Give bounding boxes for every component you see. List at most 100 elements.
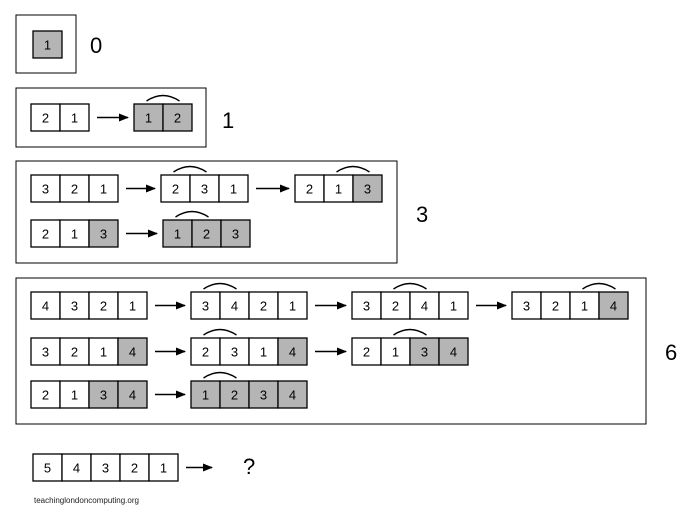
cell-value: 3 <box>71 299 78 314</box>
unsorted-cell <box>30 174 61 203</box>
swap-arc <box>393 328 427 336</box>
sorted-cell <box>133 103 164 132</box>
unsorted-cell <box>219 337 250 366</box>
sorted-cell <box>438 337 469 366</box>
cell-value: 3 <box>100 388 107 403</box>
panel-1-count: 1 <box>222 108 234 133</box>
cell-value: 4 <box>42 299 49 314</box>
cell-value: 3 <box>201 182 208 197</box>
swap-arc <box>173 165 207 173</box>
cell-value: 3 <box>100 227 107 242</box>
cell-value: 3 <box>260 388 267 403</box>
sorted-cell <box>352 174 383 203</box>
cell-value: 2 <box>71 182 78 197</box>
cell-value: 4 <box>129 388 136 403</box>
cell-value: 3 <box>364 182 371 197</box>
swap-arc <box>336 165 370 173</box>
array-p2-r1-1: 1 2 3 <box>162 210 251 248</box>
cell-value: 1 <box>129 299 136 314</box>
array-p3-r0-0: 4 3 2 1 <box>30 291 148 320</box>
cell-value: 2 <box>172 182 179 197</box>
cell-value: 2 <box>42 388 49 403</box>
cell-value: 2 <box>363 345 370 360</box>
cell-value: 3 <box>42 182 49 197</box>
swap-arc <box>203 371 237 379</box>
unsorted-cell <box>148 453 179 482</box>
cell-value: 1 <box>44 38 51 53</box>
cell-value: 4 <box>610 299 617 314</box>
unsorted-cell <box>569 291 600 320</box>
cell-value: 2 <box>71 345 78 360</box>
unsorted-cell <box>59 380 90 409</box>
cell-value: 2 <box>392 299 399 314</box>
cell-value: 2 <box>100 299 107 314</box>
unsorted-cell <box>117 291 148 320</box>
cell-value: 2 <box>42 227 49 242</box>
cell-value: 2 <box>202 345 209 360</box>
sorted-cell <box>277 380 308 409</box>
cell-value: 4 <box>231 299 238 314</box>
unsorted-cell <box>323 174 354 203</box>
array-p2-r1-0: 2 1 3 <box>30 219 119 248</box>
panel-1-frame <box>15 87 207 148</box>
unsorted-cell <box>511 291 542 320</box>
sorted-cell <box>220 219 251 248</box>
unsorted-cell <box>409 291 440 320</box>
swap-arc <box>146 94 180 102</box>
cell-value: 1 <box>71 227 78 242</box>
sorted-cell <box>277 337 308 366</box>
unsorted-cell <box>59 174 90 203</box>
unsorted-cell <box>248 291 279 320</box>
cell-value: 1 <box>202 388 209 403</box>
panel-0-count: 0 <box>90 33 102 58</box>
sorted-cell <box>117 337 148 366</box>
unsorted-cell <box>32 453 63 482</box>
swap-arc <box>175 210 209 218</box>
unsorted-cell <box>88 337 119 366</box>
cell-value: 4 <box>289 388 296 403</box>
cell-value: 2 <box>131 461 138 476</box>
cell-value: 3 <box>232 227 239 242</box>
array-p3-r2-1: 1 2 3 4 <box>190 371 308 409</box>
unsorted-cell <box>189 174 220 203</box>
cell-value: 2 <box>231 388 238 403</box>
sorted-cell <box>117 380 148 409</box>
cell-value: 3 <box>202 299 209 314</box>
cell-value: 1 <box>392 345 399 360</box>
cell-value: 2 <box>203 227 210 242</box>
cell-value: 1 <box>71 388 78 403</box>
panel-2-count: 3 <box>416 202 428 227</box>
cell-value: 2 <box>306 182 313 197</box>
unsorted-cell <box>294 174 325 203</box>
cell-value: 1 <box>581 299 588 314</box>
unsorted-cell <box>248 337 279 366</box>
cell-value: 4 <box>421 299 428 314</box>
sorted-cell <box>162 103 193 132</box>
cell-value: 1 <box>160 461 167 476</box>
unsorted-cell <box>61 453 92 482</box>
sorted-cell <box>598 291 629 320</box>
cell-value: 1 <box>100 182 107 197</box>
cell-value: 1 <box>174 227 181 242</box>
unsorted-cell <box>59 103 90 132</box>
cell-value: 3 <box>421 345 428 360</box>
sorted-cell <box>88 219 119 248</box>
unsorted-cell <box>190 337 221 366</box>
swap-arc <box>393 282 427 290</box>
unsorted-cell <box>380 337 411 366</box>
cell-value: 1 <box>230 182 237 197</box>
unsorted-cell <box>540 291 571 320</box>
cell-value: 2 <box>552 299 559 314</box>
sorted-cell <box>88 380 119 409</box>
